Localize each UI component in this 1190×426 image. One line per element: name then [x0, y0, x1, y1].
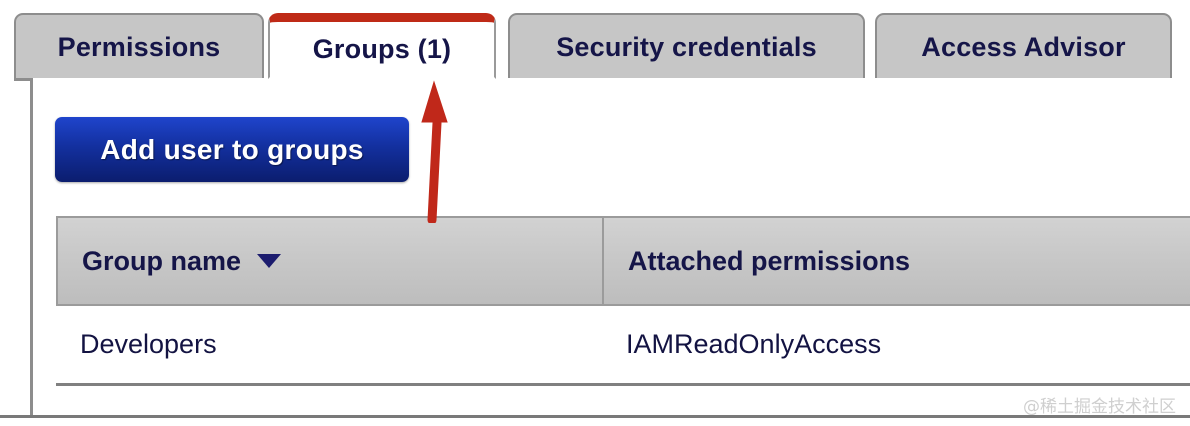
- tab-groups-label: Groups (1): [312, 34, 452, 64]
- tab-groups[interactable]: Groups (1): [268, 13, 496, 79]
- column-header-attached-permissions-label: Attached permissions: [628, 245, 911, 276]
- caret-down-icon[interactable]: [257, 254, 282, 268]
- groups-table: Group name Attached permissions Develope…: [56, 216, 1190, 386]
- tab-security-credentials-label: Security credentials: [556, 31, 817, 62]
- table-row[interactable]: Developers IAMReadOnlyAccess: [56, 306, 1190, 386]
- tab-strip: Permissions Groups (1) Security credenti…: [0, 0, 1190, 80]
- column-header-group-name[interactable]: Group name: [58, 218, 604, 304]
- watermark: @稀土掘金技术社区: [1023, 397, 1176, 417]
- tab-permissions[interactable]: Permissions: [14, 13, 264, 79]
- tab-security-credentials[interactable]: Security credentials: [508, 13, 865, 79]
- cell-attached-permissions: IAMReadOnlyAccess: [626, 329, 882, 359]
- tab-access-advisor-label: Access Advisor: [921, 31, 1126, 62]
- tab-access-advisor[interactable]: Access Advisor: [875, 13, 1172, 79]
- add-user-to-groups-button[interactable]: Add user to groups: [55, 117, 409, 182]
- page-bottom-divider: [0, 415, 1190, 418]
- tab-permissions-label: Permissions: [57, 31, 221, 62]
- table-header-row: Group name Attached permissions: [56, 216, 1190, 306]
- cell-group-name: Developers: [80, 329, 217, 359]
- column-header-group-name-label: Group name: [82, 245, 242, 276]
- column-header-attached-permissions[interactable]: Attached permissions: [604, 218, 1190, 304]
